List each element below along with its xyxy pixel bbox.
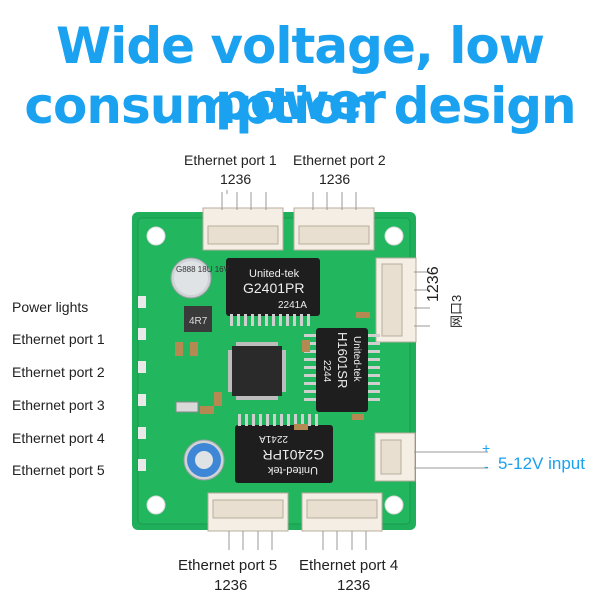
connector-bottom-4 xyxy=(301,492,383,550)
chip-right-brand: United-tek xyxy=(351,336,362,383)
electrolytic-capacitor-top xyxy=(170,257,212,299)
power-input-label: 5-12V input xyxy=(498,454,585,473)
chip-bottom-code: 2241A xyxy=(259,433,288,444)
crystal xyxy=(175,401,199,413)
right-port-pins: 1236 xyxy=(425,266,442,302)
left-label-power-lights: Power lights xyxy=(12,299,89,315)
capacitor-label: G888 18U 16V xyxy=(176,265,230,274)
connector-top-1 xyxy=(202,192,284,251)
bottom-port-5-pins: 1236 xyxy=(214,577,248,594)
mount-hole xyxy=(146,495,166,515)
bottom-port-5-name: Ethernet port 5 xyxy=(178,557,278,574)
switch-ic xyxy=(232,346,282,396)
top-port-2-name: Ethernet port 2 xyxy=(293,152,386,168)
mount-hole xyxy=(384,495,404,515)
chip-top-code: 2241A xyxy=(278,300,307,311)
bottom-port-4-name: Ethernet port 4 xyxy=(299,557,399,574)
chip-top-brand: United-tek xyxy=(249,268,300,280)
power-plus: + xyxy=(482,440,491,456)
bottom-port-4-pins: 1236 xyxy=(337,577,371,594)
chip-right-model: H1601SR xyxy=(335,332,350,388)
power-minus: - xyxy=(484,458,489,474)
led-column xyxy=(138,296,146,471)
mount-hole xyxy=(146,226,166,246)
top-port-1-name: Ethernet port 1 xyxy=(184,152,277,168)
mount-hole xyxy=(384,226,404,246)
top-port-1-pins: 1236 xyxy=(220,171,252,187)
connector-right xyxy=(375,257,430,343)
headline-line-1: Wide voltage, low power xyxy=(56,17,545,131)
chip-bottom-brand: United-tek xyxy=(267,464,318,476)
left-label-eth4: Ethernet port 4 xyxy=(12,430,105,446)
electrolytic-capacitor-bottom xyxy=(183,439,225,481)
right-port-name: 网口3 xyxy=(449,294,464,328)
left-label-eth5: Ethernet port 5 xyxy=(12,462,105,478)
inductor-label: 4R7 xyxy=(189,316,208,327)
top-port-2-pins: 1236 xyxy=(319,171,351,187)
chip-right-code: 2244 xyxy=(321,360,332,383)
transformer-top xyxy=(226,258,320,326)
connector-bottom-5 xyxy=(207,492,289,550)
left-label-eth3: Ethernet port 3 xyxy=(12,397,105,413)
headline-line-2: consumption design xyxy=(24,77,576,135)
connector-power xyxy=(374,432,488,482)
chip-bottom-model: G2401PR xyxy=(263,447,324,463)
chip-top-model: G2401PR xyxy=(243,280,304,296)
left-label-eth1: Ethernet port 1 xyxy=(12,331,105,347)
transformer-bottom xyxy=(235,414,333,483)
transformer-right xyxy=(304,328,380,412)
inductor xyxy=(184,306,212,332)
left-label-eth2: Ethernet port 2 xyxy=(12,364,105,380)
connector-top-2 xyxy=(293,192,375,251)
